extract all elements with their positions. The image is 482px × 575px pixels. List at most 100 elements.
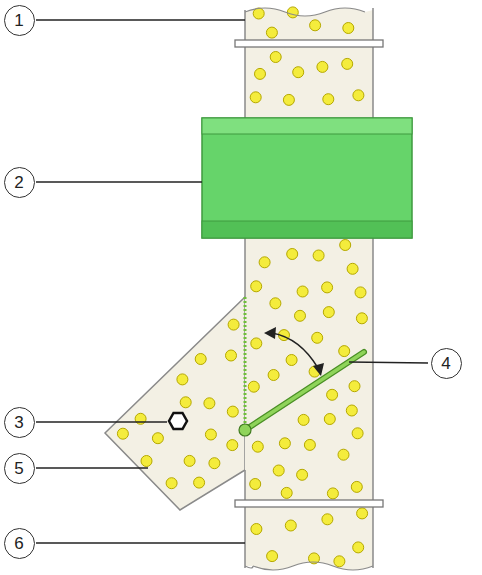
callout-circle: 4	[431, 348, 462, 379]
granule	[248, 381, 259, 392]
granule	[194, 477, 205, 488]
leader-lines	[36, 20, 428, 543]
callout-circle: 2	[4, 167, 35, 198]
granule	[205, 429, 216, 440]
granule	[310, 20, 321, 31]
granule	[286, 355, 297, 366]
swing-arrow	[272, 333, 318, 368]
leader-line	[36, 421, 167, 422]
granule	[322, 514, 333, 525]
granule	[312, 332, 323, 343]
callout-number: 3	[14, 414, 23, 431]
pipe-break-top	[245, 8, 365, 16]
granule	[353, 90, 364, 101]
granule	[227, 440, 238, 451]
leader-line	[36, 542, 245, 543]
granule	[204, 398, 215, 409]
granule	[259, 257, 270, 268]
diverter-flap	[245, 352, 364, 430]
granule	[268, 370, 279, 381]
pipe-wall	[372, 8, 374, 568]
granule	[327, 488, 338, 499]
leader-line	[36, 181, 202, 182]
granule	[304, 439, 315, 450]
granule	[141, 456, 152, 467]
granule	[250, 92, 261, 103]
leader-line	[349, 362, 428, 363]
granule	[266, 27, 277, 38]
granule	[324, 414, 335, 425]
granule	[166, 478, 177, 489]
pipe-wall	[244, 470, 246, 568]
granule	[279, 438, 290, 449]
granule	[357, 508, 368, 519]
granule	[281, 487, 292, 498]
granule	[253, 8, 264, 19]
granule	[313, 250, 324, 261]
granule	[317, 61, 328, 72]
granule	[297, 286, 308, 297]
granule	[180, 397, 191, 408]
granule	[228, 319, 239, 330]
granule	[270, 298, 281, 309]
granule	[287, 7, 298, 18]
callout-number: 2	[14, 174, 23, 191]
callout-circle: 3	[4, 407, 35, 438]
granule	[270, 52, 281, 63]
granule	[251, 524, 262, 535]
pipe-body	[245, 8, 373, 570]
granule	[295, 310, 306, 321]
granule	[251, 281, 262, 292]
granule	[195, 354, 206, 365]
granule	[177, 374, 188, 385]
granule	[353, 542, 364, 553]
green-band	[202, 118, 412, 238]
granule	[293, 67, 304, 78]
arrow-head	[313, 363, 324, 376]
granule	[283, 94, 294, 105]
granule	[355, 287, 366, 298]
granule	[287, 249, 298, 260]
arrow-head	[264, 327, 276, 339]
granule	[346, 405, 357, 416]
granule	[227, 406, 238, 417]
granule	[349, 381, 360, 392]
callout-circle: 6	[4, 528, 35, 559]
granule	[327, 389, 338, 400]
granule	[339, 346, 350, 357]
granule	[323, 94, 334, 105]
granule	[152, 433, 163, 444]
granule	[297, 469, 308, 480]
granule	[250, 479, 261, 490]
flap-alt-position	[244, 297, 247, 430]
callout-number: 4	[441, 355, 450, 372]
leader-line	[36, 467, 148, 468]
band-rim	[202, 118, 412, 134]
granule	[267, 551, 278, 562]
callout-circle: 5	[4, 453, 35, 484]
granule	[343, 23, 354, 34]
granule	[209, 458, 220, 469]
granule	[351, 481, 362, 492]
granule	[323, 307, 334, 318]
callout-number: 1	[14, 12, 23, 29]
granule	[322, 282, 333, 293]
flap-outline	[245, 352, 364, 430]
granule	[347, 263, 358, 274]
callout-number: 5	[14, 460, 23, 477]
granule	[356, 313, 367, 324]
granule	[298, 414, 309, 425]
pipe-break-bottom	[245, 562, 373, 570]
granule	[252, 441, 263, 452]
granule	[285, 520, 296, 531]
callout-number: 6	[14, 535, 23, 552]
flap-pivot	[239, 424, 251, 436]
granule	[340, 240, 351, 251]
top-flange	[235, 40, 383, 47]
granule	[342, 58, 353, 69]
granule	[117, 428, 128, 439]
callout-circle: 1	[4, 5, 35, 36]
granule	[251, 338, 262, 349]
